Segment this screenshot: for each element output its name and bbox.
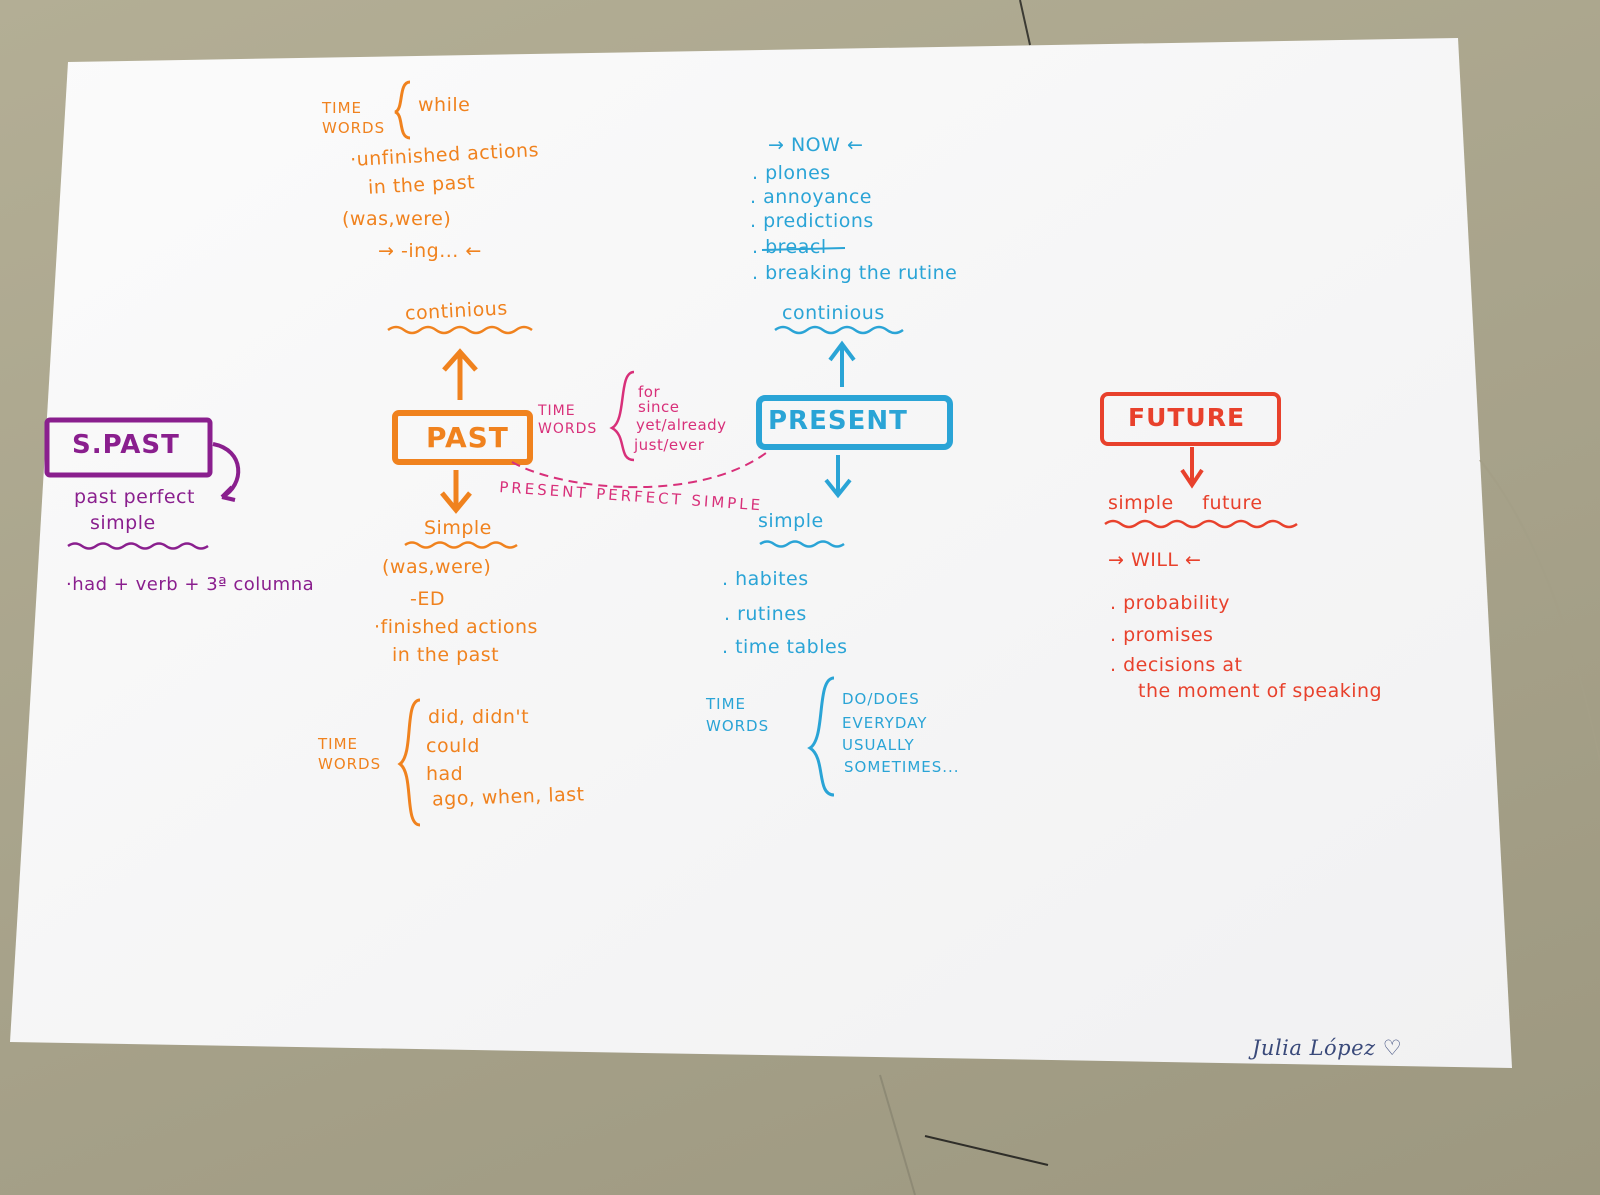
present-simple-item-3: . time tables [722, 636, 848, 658]
past-continuous-underline [387, 325, 533, 335]
present-simple-item-2: . rutines [724, 603, 807, 625]
future-item-1: . probability [1110, 592, 1230, 614]
present-cont-item-2: . annoyance [750, 186, 872, 208]
present-continuous-label: continious [782, 302, 885, 324]
present-simple-item-1: . habites [722, 568, 809, 590]
pp-word-4: just/ever [634, 436, 705, 454]
s-past-title: S.PAST [72, 430, 180, 460]
present-cont-item-1: . plones [752, 162, 831, 184]
strikethrough-line [761, 247, 846, 251]
present-down-arrow [824, 455, 852, 499]
past-simple-label: Simple [424, 517, 492, 539]
past-time-words-bottom-label: TIME WORDS [318, 735, 382, 773]
future-title: FUTURE [1128, 403, 1246, 432]
simple-future-label: simple future [1108, 492, 1263, 514]
present-now: → NOW ← [768, 134, 864, 156]
future-will: → WILL ← [1108, 549, 1202, 571]
past-box [392, 410, 533, 465]
present-bottom-brace [807, 676, 835, 797]
past-word-1: did, didn't [428, 706, 530, 728]
past-time-words-label: TIME WORDS [322, 99, 386, 137]
present-simple-underline [759, 540, 845, 548]
present-simple-label: simple [758, 510, 824, 532]
present-word-1: DO/DOES [842, 690, 920, 708]
present-up-arrow [828, 340, 856, 387]
pp-word-1: for [638, 383, 661, 401]
present-word-2: EVERYDAY [842, 714, 928, 732]
past-up-arrow [442, 348, 478, 400]
past-word-2: could [426, 735, 480, 757]
past-word-3: had [426, 763, 464, 785]
past-was-were: (was,were) [342, 208, 452, 230]
future-item-3: . decisions at [1110, 654, 1243, 676]
present-time-words-label: TIME WORDS [706, 695, 770, 735]
past-perfect-label: past perfect [74, 486, 195, 508]
pp-word-3: yet/already [636, 416, 727, 434]
past-perfect-underline [67, 542, 209, 550]
present-word-4: SOMETIMES... [844, 758, 960, 776]
future-item-4: the moment of speaking [1138, 680, 1383, 702]
past-title: PAST [426, 421, 509, 454]
future-down-arrow [1180, 447, 1204, 489]
past-ing: → -ing... ← [378, 240, 482, 262]
past-was-were-2: (was,were) [382, 556, 492, 578]
present-continuous-underline [774, 325, 904, 335]
present-word-3: USUALLY [842, 736, 915, 754]
future-box [1100, 392, 1281, 446]
past-top-brace [394, 80, 411, 140]
past-bottom-brace [397, 698, 421, 827]
past-finished-line-2: in the past [392, 644, 500, 666]
present-cont-item-5: . breaking the rutine [752, 262, 958, 284]
present-cont-item-3: . predictions [750, 210, 874, 232]
present-perfect-arc [511, 449, 771, 489]
pp-time-words-label: TIME WORDS [538, 403, 598, 437]
past-perfect-label-2: simple [90, 512, 156, 534]
s-past-box [44, 417, 241, 502]
past-ed: -ED [410, 588, 445, 610]
present-title: PRESENT [768, 406, 908, 436]
present-perfect-brace [609, 370, 635, 462]
present-box [756, 395, 953, 450]
past-while: while [418, 94, 471, 116]
future-item-2: . promises [1110, 624, 1214, 646]
present-cont-item-4: . breacl [752, 236, 827, 258]
past-down-arrow [440, 470, 472, 514]
signature: Julia López ♡ [1252, 1036, 1403, 1060]
pp-word-2: since [638, 398, 680, 416]
past-perfect-formula: ·had + verb + 3ª columna [66, 574, 315, 595]
past-simple-underline [404, 541, 518, 549]
simple-future-underline [1104, 519, 1298, 529]
past-finished-line-1: ·finished actions [374, 616, 538, 638]
